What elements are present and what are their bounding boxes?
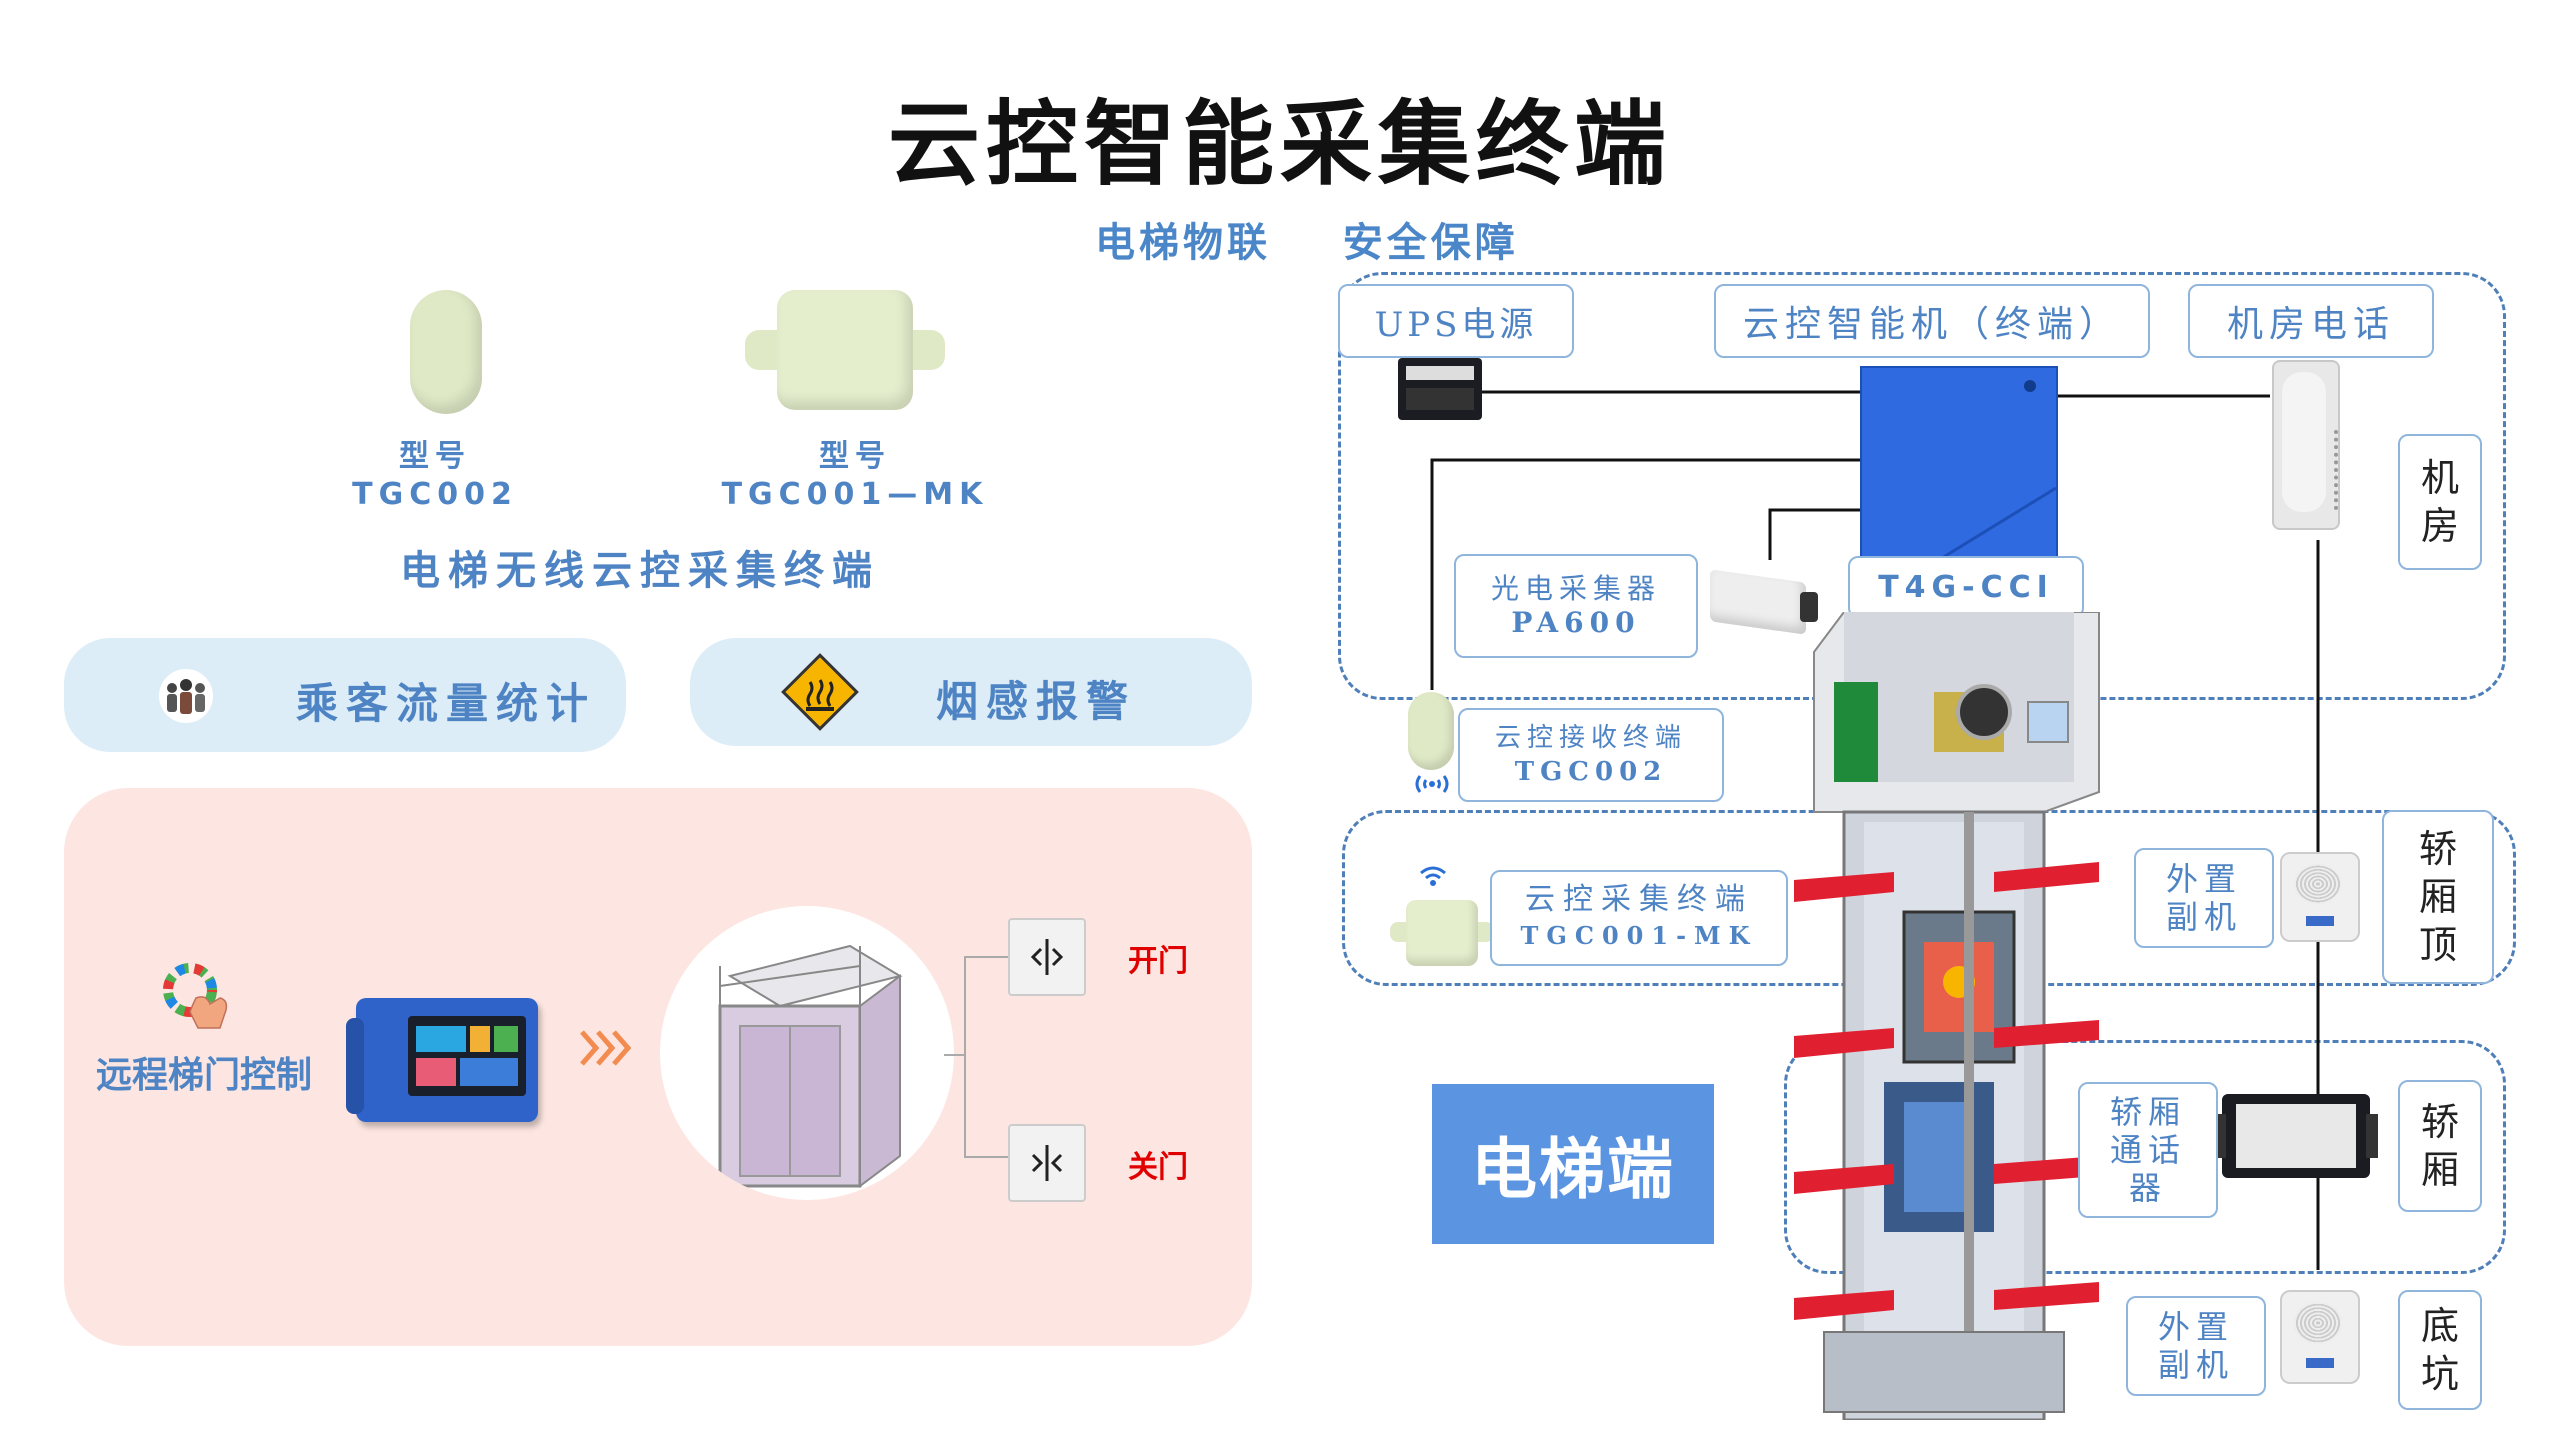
crowd-icon [154, 668, 218, 724]
photo-collector-label: 光电采集器 PA600 [1454, 554, 1698, 658]
remote-control-label: 远程梯门控制 [95, 1055, 312, 1096]
branch-line [944, 1054, 966, 1056]
collector-label: 云控采集终端 TGC001-MK [1490, 870, 1788, 966]
product-tgc002-caption: 型号 TGC002 [330, 438, 540, 514]
feature-label: 乘客流量统计 [296, 679, 597, 728]
car-intercom-line3: 器 [2128, 1169, 2167, 1207]
open-door-button[interactable] [1008, 918, 1086, 996]
elevator-car-image [660, 906, 954, 1200]
pit-text: 底坑 [2420, 1304, 2459, 1396]
branch-line [964, 1156, 1008, 1158]
ext-unit-pit-label: 外置 副机 [2126, 1296, 2266, 1396]
open-door-label: 开门 [1128, 944, 1188, 979]
car-intercom-line2: 通话 [2109, 1131, 2186, 1169]
ext-unit-pit-image [2280, 1290, 2360, 1384]
ext-unit-top-line1: 外置 [2165, 860, 2242, 898]
receiver-device-image [1408, 692, 1454, 770]
photo-sensor-image [1710, 566, 1820, 638]
feature-pill-passenger-flow: 乘客流量统计 [64, 638, 626, 752]
remote-door-control-panel: 远程梯门控制 [64, 788, 1252, 1346]
elevator-shaft-image [1794, 611, 2104, 1422]
car-top-text: 轿厢顶 [2418, 827, 2457, 967]
t4g-label: T4G-CCI [1848, 556, 2084, 618]
car-text: 轿厢 [2420, 1100, 2459, 1192]
room-phone-image [2272, 360, 2360, 530]
collector-name: 云控采集终端 [1525, 882, 1753, 917]
wifi-signal-icon [1418, 864, 1448, 892]
ext-unit-pit-line1: 外置 [2157, 1308, 2234, 1346]
product-tgc001mk-caption: 型号 TGC001—MK [710, 438, 1000, 514]
branch-line [964, 956, 966, 1156]
photo-collector-name: 光电采集器 [1490, 572, 1661, 605]
photo-collector-model: PA600 [1511, 606, 1641, 639]
receiver-name: 云控接收终端 [1494, 723, 1687, 753]
smoke-warning-icon [780, 652, 860, 732]
branch-line [964, 956, 1008, 958]
product-model: TGC002 [352, 477, 518, 512]
car-top-label: 轿厢顶 [2382, 810, 2494, 984]
control-panel-device [346, 998, 538, 1122]
close-door-button[interactable] [1008, 1124, 1086, 1202]
close-door-icon [1031, 1145, 1063, 1181]
room-phone-label: 机房电话 [2188, 284, 2434, 358]
elevator-end-block: 电梯端 [1432, 1084, 1714, 1244]
wireless-signal-icon [1412, 772, 1452, 802]
page-subtitle: 电梯物联 安全保障 [1095, 219, 1519, 266]
cloud-terminal-image [1860, 366, 2058, 560]
feature-pill-smoke-alarm: 烟感报警 [690, 638, 1252, 746]
ext-unit-top-image [2280, 852, 2360, 942]
product-model: TGC001—MK [721, 477, 989, 512]
car-intercom-image [2214, 1094, 2378, 1178]
product-label: 型号 [399, 439, 471, 474]
chevron-right-icon [576, 1028, 632, 1072]
product-label: 型号 [819, 439, 891, 474]
ups-label: UPS电源 [1338, 284, 1574, 358]
car-label: 轿厢 [2398, 1080, 2482, 1212]
machine-room-label: 机房 [2398, 434, 2482, 570]
receiver-model: TGC002 [1514, 757, 1668, 787]
product-group-label: 电梯无线云控采集终端 [400, 548, 880, 594]
ext-unit-top-label: 外置 副机 [2134, 848, 2274, 948]
pit-label: 底坑 [2398, 1290, 2482, 1410]
product-tgc002-image [410, 290, 482, 414]
touch-control-icon [160, 960, 244, 1036]
collector-device-image [1390, 900, 1494, 966]
car-intercom-line1: 轿厢 [2109, 1093, 2186, 1131]
cloud-machine-label: 云控智能机（终端） [1714, 284, 2150, 358]
feature-label: 烟感报警 [936, 677, 1137, 726]
ext-unit-top-line2: 副机 [2165, 898, 2242, 936]
machine-room-text: 机房 [2420, 456, 2459, 548]
car-zone [1784, 1040, 2506, 1274]
ups-device-image [1398, 358, 1482, 420]
page-title: 云控智能采集终端 [887, 90, 1672, 198]
car-intercom-label: 轿厢 通话 器 [2078, 1082, 2218, 1218]
open-door-icon [1030, 939, 1064, 975]
collector-model: TGC001-MK [1520, 921, 1758, 950]
receiver-label: 云控接收终端 TGC002 [1458, 708, 1724, 802]
ext-unit-pit-line2: 副机 [2157, 1346, 2234, 1384]
product-tgc001mk-image [745, 290, 945, 410]
close-door-label: 关门 [1128, 1150, 1188, 1185]
